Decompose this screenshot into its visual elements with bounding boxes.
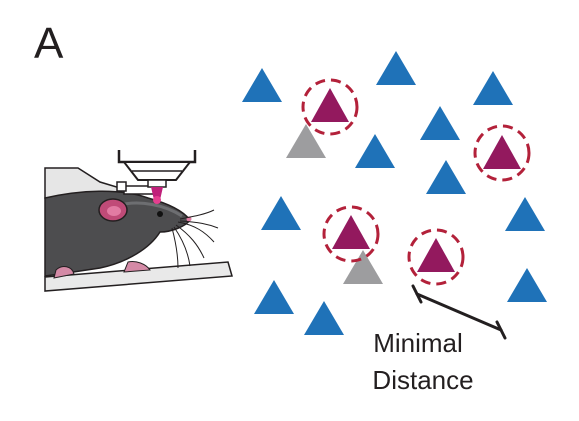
blue-triangle-icon: [426, 160, 466, 194]
annotation-line-2: Distance: [372, 365, 473, 395]
gray-triangle-icon: [286, 124, 326, 158]
blue-triangle-icon: [376, 51, 416, 85]
magenta-triangle-icon: [483, 135, 521, 169]
distance-bracket: [411, 284, 507, 340]
blue-triangle-icon: [254, 280, 294, 314]
dashed-ring-icon: [322, 205, 380, 263]
magenta-triangle-icon: [311, 88, 349, 122]
blue-triangle-icon: [420, 106, 460, 140]
mouse-illustration: [44, 150, 233, 292]
magenta-triangle-icon: [332, 215, 370, 249]
dashed-ring-icon: [473, 124, 531, 182]
cell-field: [242, 51, 547, 335]
blue-triangle-icon: [505, 197, 545, 231]
blue-triangle-icon: [261, 196, 301, 230]
blue-triangle-icon: [507, 268, 547, 302]
blue-triangle-icon: [304, 301, 344, 335]
blue-triangle-icon: [242, 68, 282, 102]
gray-triangle-icon: [343, 250, 383, 284]
panel-label: A: [34, 19, 64, 68]
annotation-line-1: Minimal: [373, 328, 463, 358]
dashed-ring-icon: [407, 228, 465, 286]
blue-triangle-icon: [473, 71, 513, 105]
dashed-ring-icon: [301, 78, 359, 136]
magenta-triangle-icon: [417, 238, 455, 272]
blue-triangle-icon: [355, 134, 395, 168]
